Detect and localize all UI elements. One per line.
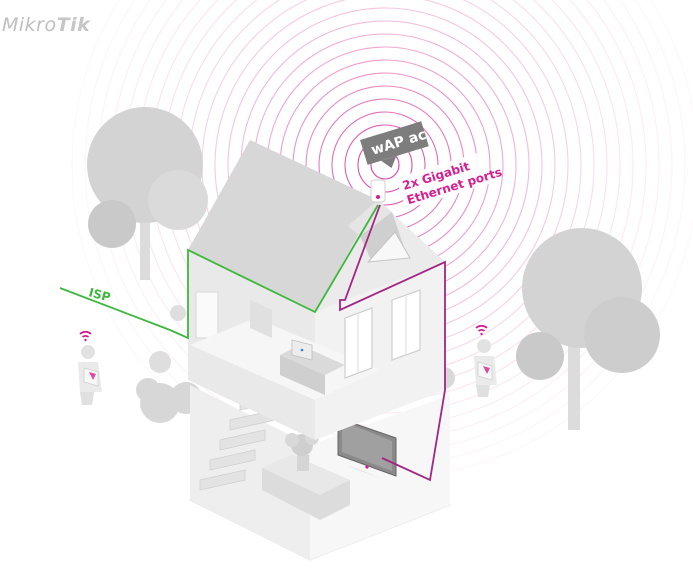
tree-right <box>516 228 660 430</box>
wap-ac-device <box>371 180 385 202</box>
isp-label: ISP <box>87 285 112 304</box>
person-right <box>474 326 497 397</box>
wifi-icon <box>80 332 91 341</box>
bush-small <box>149 305 186 373</box>
person-left <box>78 332 102 405</box>
